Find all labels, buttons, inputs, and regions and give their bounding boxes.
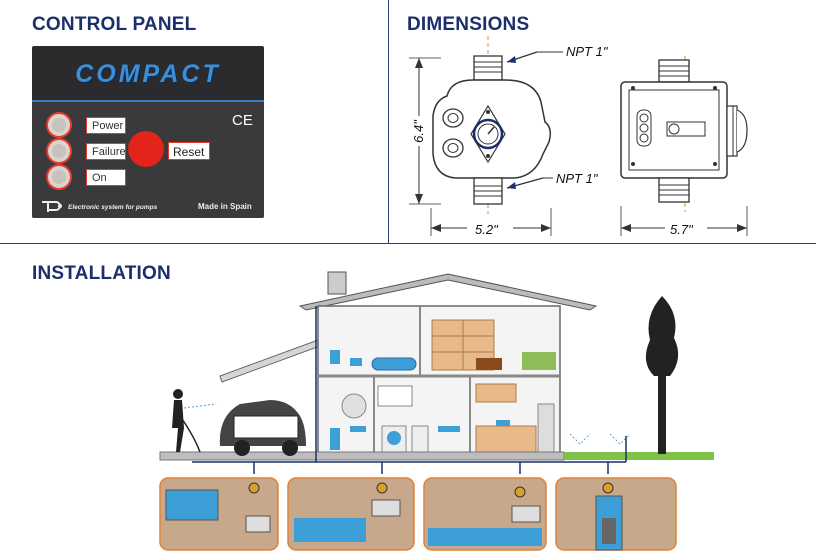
company-logo-icon [42,201,62,212]
installation-heading: INSTALLATION [32,263,171,284]
ce-mark: CE [232,112,253,129]
front-width-label: 5.2" [475,222,498,237]
failure-led [46,138,72,164]
power-label: Power [86,117,126,134]
pump-side-view [620,56,748,212]
on-led [46,164,72,190]
car-washing-scene [172,389,306,456]
side-width-label: 5.7" [670,222,693,237]
power-led [46,112,72,138]
panel-tagline: Electronic system for pumps [68,204,158,211]
horizontal-divider [0,243,816,244]
tree [645,296,679,454]
dimensions-heading: DIMENSIONS [407,14,530,35]
vertical-divider [388,0,389,243]
control-panel-heading: CONTROL PANEL [32,14,197,35]
dimensions-drawing [409,36,748,236]
installation-option-3 [423,477,547,551]
house [317,305,561,455]
npt-bottom-label: NPT 1" [556,171,598,186]
installation-illustration [159,271,714,551]
installation-option-1 [159,477,279,551]
reset-button[interactable] [128,131,164,167]
brand-underline [32,100,264,102]
made-in-label: Made in Spain [198,202,252,211]
pump-front-view [432,36,552,214]
failure-label: Failure [86,143,126,160]
height-label: 6.4" [410,120,426,143]
installation-option-2 [287,477,415,551]
brand-logo: COMPACT [75,60,221,88]
on-label: On [86,169,126,186]
npt-top-label: NPT 1" [566,44,608,59]
water-pipes [192,306,627,474]
reset-label: Reset [168,142,210,160]
installation-option-4 [555,477,677,551]
control-panel-faceplate: COMPACT CE Power Failure On Reset Electr… [32,46,264,218]
